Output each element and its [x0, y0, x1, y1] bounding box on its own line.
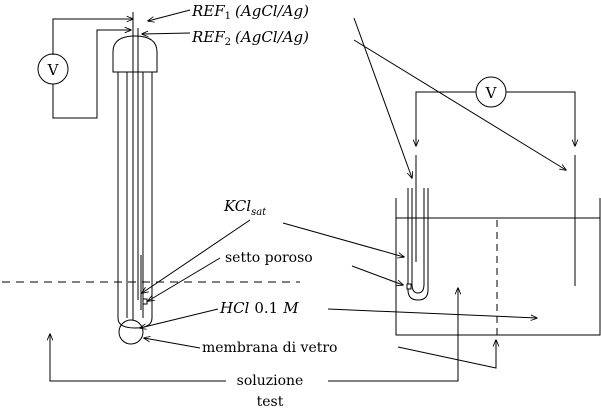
pointer-lines [50, 9, 566, 382]
right-voltmeter-circuit: V [416, 76, 575, 146]
reference-electrode-inner [411, 188, 425, 294]
test-label: test [257, 394, 284, 410]
beaker-setup [395, 155, 601, 336]
left-voltmeter-circuit: V [37, 19, 133, 119]
glass-membrane-bulb [118, 319, 144, 345]
reference-porous-septum [406, 283, 412, 290]
left-voltmeter [37, 53, 69, 85]
reference-electrode-tube [407, 188, 429, 301]
soluzione-label: soluzione [237, 373, 304, 389]
membrana-label: membrana di vetro [202, 340, 337, 356]
beaker [395, 198, 601, 336]
right-voltmeter-label: V [485, 84, 498, 102]
ref2-label: REF2(AgCl/Ag) [191, 28, 309, 48]
electrode-cap [112, 35, 158, 73]
combined-electrode [112, 12, 158, 345]
kcl-sat-label: KClsat [223, 197, 267, 218]
right-voltmeter [475, 76, 507, 108]
setto-poroso-label: setto poroso [225, 250, 313, 266]
left-voltmeter-label: V [47, 61, 60, 79]
porous-septum [142, 298, 148, 305]
outer-tube-bottom [117, 317, 153, 329]
ref1-label: REF1(AgCl/Ag) [191, 2, 309, 22]
